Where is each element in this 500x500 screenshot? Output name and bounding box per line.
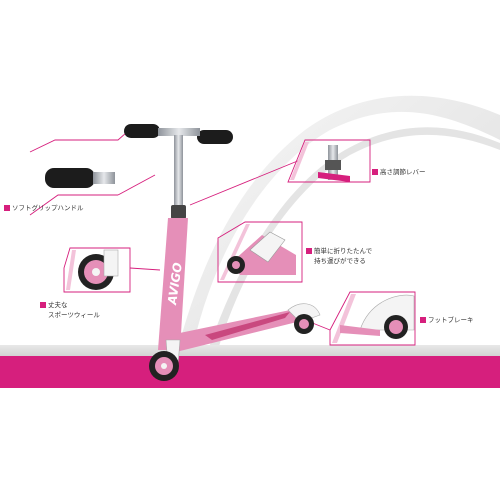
bullet-icon: [4, 204, 10, 211]
bullet-icon: [372, 168, 378, 175]
scooter-main: AVIGO: [124, 124, 321, 381]
foot-brake-text: フットブレーキ: [428, 316, 474, 324]
wheel-text-line2: スポーツウィール: [48, 311, 100, 319]
brake-detail: [340, 294, 415, 339]
height-lever-text: 高さ調節レバー: [380, 168, 426, 176]
folding-detail: [227, 231, 296, 275]
label-height-lever: 高さ調節レバー: [372, 168, 426, 177]
grip-detail: [45, 168, 115, 188]
wheel-detail: [78, 249, 119, 290]
label-folding: 簡単に折りたたんで 持ち運びができる: [306, 246, 372, 266]
bullet-icon: [40, 301, 46, 308]
height-lever-detail: [318, 145, 350, 182]
soft-grip-text: ソフトグリップハンドル: [12, 204, 84, 212]
deck-brand-text: AVIGO: [165, 262, 185, 307]
bullet-icon: [420, 316, 426, 323]
folding-text-line1: 簡単に折りたたんで: [314, 247, 373, 255]
bullet-icon: [306, 247, 312, 254]
label-wheel: 丈夫な スポーツウィール: [40, 300, 100, 320]
wheel-text-line1: 丈夫な: [48, 301, 68, 309]
label-soft-grip: ソフトグリップハンドル: [4, 204, 84, 213]
folding-text-line2: 持ち運びができる: [314, 257, 366, 265]
pink-floor-band: [0, 356, 500, 388]
label-foot-brake: フットブレーキ: [420, 316, 474, 325]
